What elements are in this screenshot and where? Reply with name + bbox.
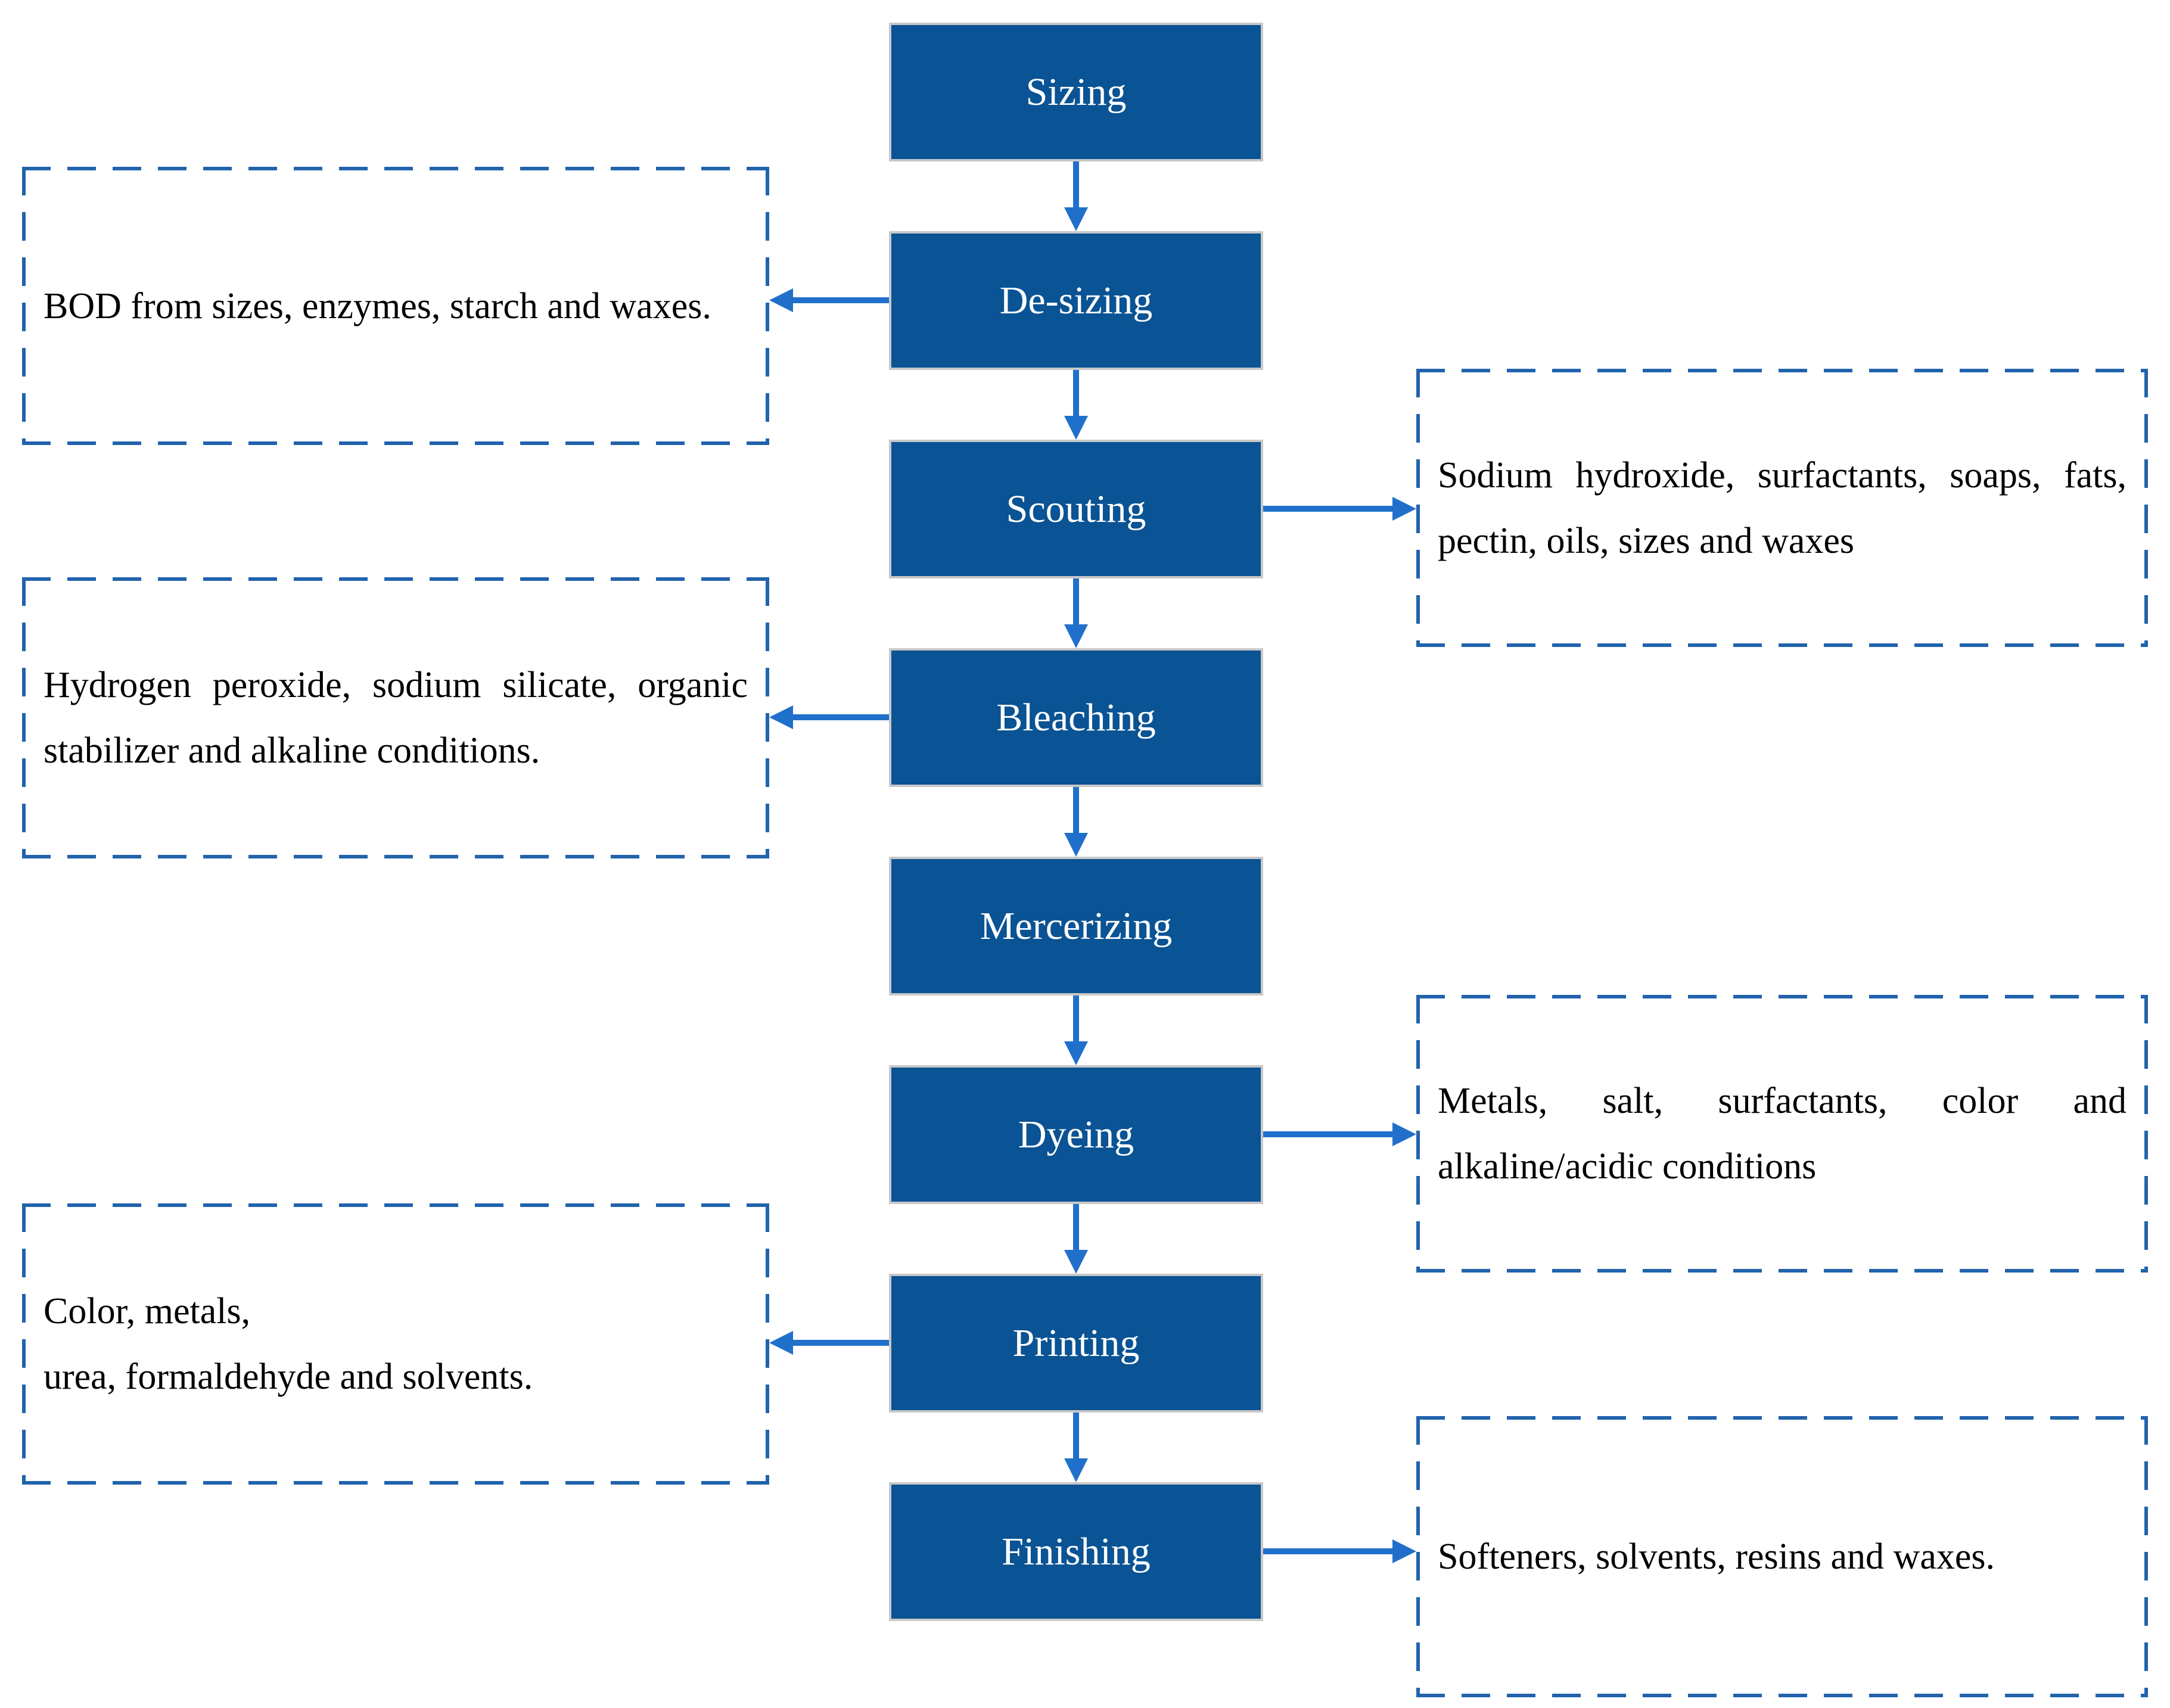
note-finishing: Softeners, solvents, resins and waxes. (1416, 1416, 2148, 1697)
step-sizing: Sizing (889, 23, 1263, 161)
arrow-down-scouting-to-bleaching (1064, 578, 1088, 648)
arrow-down-desizing-to-scouting (1064, 370, 1088, 440)
dashed-border-edge (1416, 1416, 1420, 1697)
step-label: Scouting (1006, 487, 1146, 531)
dashed-border-edge (22, 1203, 26, 1485)
step-label: Dyeing (1018, 1112, 1134, 1156)
dashed-border-edge (22, 441, 769, 445)
arrow-head-down-icon (1064, 207, 1088, 231)
arrow-head-down-icon (1064, 1041, 1088, 1065)
arrow-down-printing-to-finishing (1064, 1413, 1088, 1482)
arrow-shaft (1263, 1548, 1394, 1554)
arrow-head-down-icon (1064, 1458, 1088, 1482)
dashed-border-edge (2144, 1416, 2148, 1697)
arrow-left-printing-to-note (769, 1331, 889, 1355)
dashed-border-edge (1416, 1416, 2148, 1420)
dashed-border-edge (22, 577, 26, 858)
step-label: Printing (1012, 1321, 1140, 1365)
arrow-shaft (1073, 578, 1079, 626)
arrow-head-right-icon (1392, 497, 1416, 521)
note-text: BOD from sizes, enzymes, starch and waxe… (43, 285, 711, 326)
step-dyeing: Dyeing (889, 1065, 1263, 1204)
step-printing: Printing (889, 1274, 1263, 1413)
arrow-down-sizing-to-desizing (1064, 161, 1088, 231)
step-label: Finishing (1002, 1529, 1151, 1573)
arrow-shaft (1073, 1413, 1079, 1460)
note-desizing: BOD from sizes, enzymes, starch and waxe… (22, 167, 769, 445)
arrow-head-left-icon (769, 705, 793, 729)
step-bleaching: Bleaching (889, 648, 1263, 787)
arrow-shaft (792, 1340, 889, 1346)
dashed-border-edge (1416, 643, 2148, 647)
step-label: Mercerizing (980, 904, 1173, 948)
dashed-border-edge (1416, 995, 2148, 998)
arrow-left-bleaching-to-note (769, 705, 889, 729)
arrow-head-down-icon (1064, 624, 1088, 648)
dashed-border-edge (1416, 1694, 2148, 1697)
arrow-shaft (792, 714, 889, 720)
dashed-border-edge (22, 167, 26, 445)
note-scouting: Sodium hydroxide, surfactants, soaps, fa… (1416, 369, 2148, 647)
dashed-border-edge (1416, 369, 1420, 647)
note-text: Metals, salt, surfactants, color and alk… (1438, 1081, 2127, 1187)
step-mercerizing: Mercerizing (889, 857, 1263, 995)
dashed-border-edge (766, 167, 769, 445)
dashed-border-edge (766, 1203, 769, 1485)
dashed-border-edge (2144, 369, 2148, 647)
arrow-shaft (1263, 506, 1394, 512)
step-label: De-sizing (999, 278, 1153, 322)
note-dyeing: Metals, salt, surfactants, color and alk… (1416, 995, 2148, 1273)
dashed-border-edge (22, 167, 769, 170)
step-scouting: Scouting (889, 440, 1263, 578)
arrow-shaft (1073, 995, 1079, 1043)
dashed-border-edge (22, 1203, 769, 1207)
step-desizing: De-sizing (889, 231, 1263, 370)
dashed-border-edge (1416, 369, 2148, 372)
arrow-head-left-icon (769, 1331, 793, 1355)
dashed-border-edge (22, 855, 769, 858)
dashed-border-edge (1416, 1269, 2148, 1273)
dashed-border-edge (766, 577, 769, 858)
arrow-shaft (1073, 161, 1079, 209)
arrow-right-dyeing-to-note (1263, 1122, 1416, 1146)
arrow-head-down-icon (1064, 416, 1088, 440)
arrow-shaft (1073, 370, 1079, 418)
step-label: Bleaching (996, 695, 1156, 739)
arrow-left-desizing-to-note (769, 288, 889, 312)
arrow-shaft (792, 297, 889, 303)
note-text: Color, metals, urea, formaldehyde and so… (43, 1291, 533, 1397)
arrow-shaft (1073, 787, 1079, 835)
dashed-border-edge (22, 1481, 769, 1485)
arrow-down-bleaching-to-mercerizing (1064, 787, 1088, 857)
note-printing: Color, metals, urea, formaldehyde and so… (22, 1203, 769, 1485)
dashed-border-edge (22, 577, 769, 581)
arrow-shaft (1263, 1131, 1394, 1137)
note-text: Softeners, solvents, resins and waxes. (1438, 1536, 1995, 1577)
note-text: Hydrogen peroxide, sodium silicate, orga… (43, 665, 748, 771)
arrow-right-scouting-to-note (1263, 497, 1416, 521)
arrow-right-finishing-to-note (1263, 1539, 1416, 1563)
arrow-head-down-icon (1064, 833, 1088, 857)
arrow-head-left-icon (769, 288, 793, 312)
step-label: Sizing (1025, 70, 1127, 114)
arrow-shaft (1073, 1204, 1079, 1252)
arrow-head-right-icon (1392, 1539, 1416, 1563)
dashed-border-edge (1416, 995, 1420, 1273)
arrow-head-right-icon (1392, 1122, 1416, 1146)
arrow-head-down-icon (1064, 1250, 1088, 1274)
note-text: Sodium hydroxide, surfactants, soaps, fa… (1438, 455, 2127, 561)
dashed-border-edge (2144, 995, 2148, 1273)
arrow-down-mercerizing-to-dyeing (1064, 995, 1088, 1065)
step-finishing: Finishing (889, 1482, 1263, 1621)
note-bleaching: Hydrogen peroxide, sodium silicate, orga… (22, 577, 769, 858)
arrow-down-dyeing-to-printing (1064, 1204, 1088, 1274)
